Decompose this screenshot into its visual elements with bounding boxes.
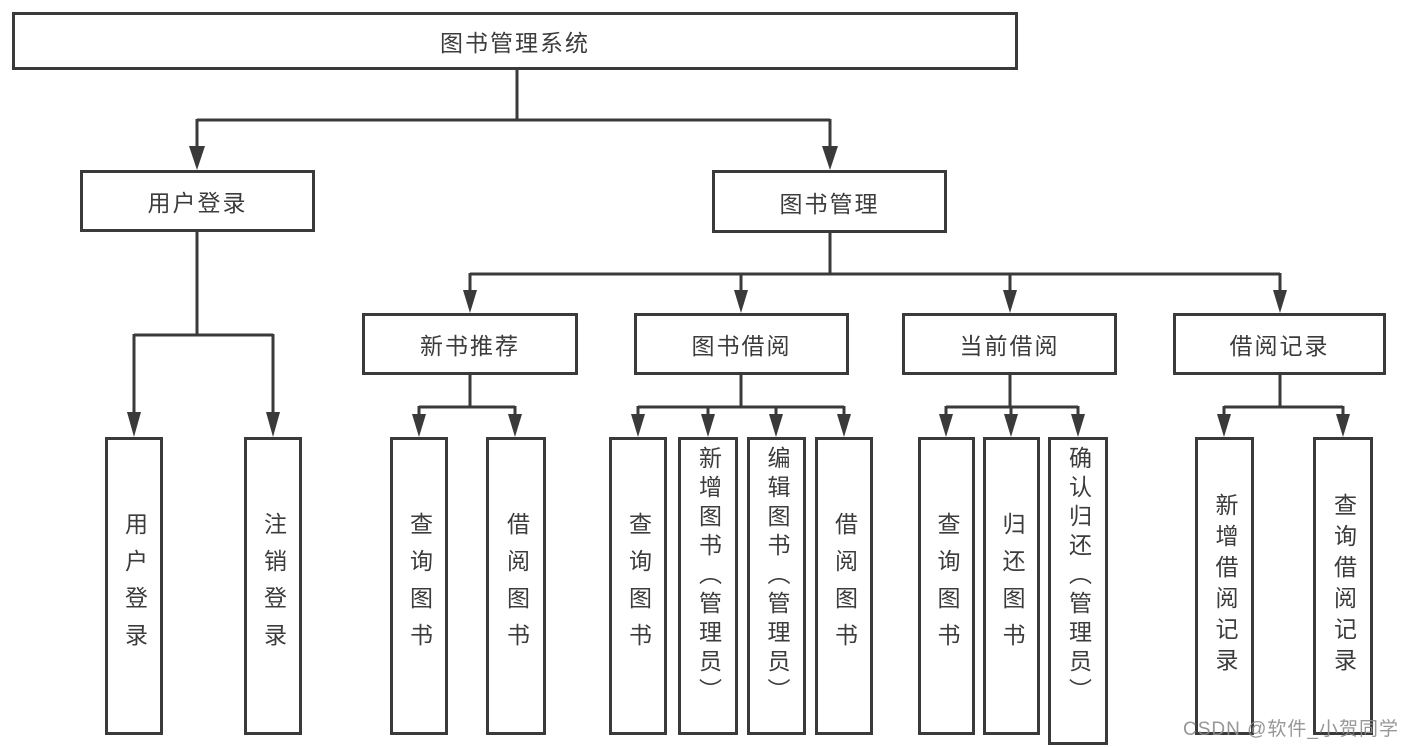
leaf-add-borrow-record: 新增借阅记录 [1195,437,1254,735]
leaf-add-book-admin-label: 新增图书（管理员） [695,446,722,707]
csdn-watermark: CSDN @软件_小贺同学 [1183,719,1399,740]
leaf-borrow-book: 借阅图书 [815,437,873,735]
leaf-confirm-return-admin: 确认归还（管理员） [1048,437,1108,745]
node-book-management: 图书管理 [712,170,947,233]
leaf-newbooks-borrow-book-label: 借阅图书 [503,512,530,660]
leaf-return-book: 归还图书 [983,437,1040,735]
node-new-book-recommend-label: 新书推荐 [420,333,520,359]
leaf-newbooks-query-book: 查询图书 [390,437,448,735]
node-borrow-records: 借阅记录 [1173,313,1386,375]
leaf-logout: 注销登录 [244,437,302,735]
leaf-borrow-query-book: 查询图书 [609,437,667,735]
node-user-login: 用户登录 [80,170,315,232]
node-user-login-label: 用户登录 [147,190,248,216]
leaf-newbooks-query-book-label: 查询图书 [406,512,433,660]
leaf-query-borrow-record: 查询借阅记录 [1313,437,1373,735]
node-root-library-system: 图书管理系统 [12,12,1018,70]
leaf-confirm-return-admin-label: 确认归还（管理员） [1065,446,1092,707]
node-book-borrow: 图书借阅 [634,313,849,375]
node-new-book-recommend: 新书推荐 [362,313,578,375]
leaf-add-book-admin: 新增图书（管理员） [678,437,738,735]
leaf-current-query-book: 查询图书 [918,437,975,735]
leaf-edit-book-admin: 编辑图书（管理员） [747,437,806,735]
leaf-return-book-label: 归还图书 [999,512,1025,660]
leaf-user-login: 用户登录 [105,437,163,735]
leaf-user-login-label: 用户登录 [121,512,148,660]
leaf-add-borrow-record-label: 新增借阅记录 [1212,493,1238,679]
leaf-current-query-book-label: 查询图书 [934,512,960,660]
leaf-query-borrow-record-label: 查询借阅记录 [1330,493,1357,679]
node-book-borrow-label: 图书借阅 [691,333,792,359]
leaf-logout-label: 注销登录 [260,512,287,660]
leaf-borrow-book-label: 借阅图书 [831,512,858,660]
leaf-borrow-query-book-label: 查询图书 [625,512,652,660]
leaf-edit-book-admin-label: 编辑图书（管理员） [764,446,790,707]
node-current-borrow: 当前借阅 [902,313,1117,375]
leaf-newbooks-borrow-book: 借阅图书 [486,437,546,735]
node-root-label: 图书管理系统 [440,30,590,56]
node-book-management-label: 图书管理 [779,190,880,217]
node-borrow-records-label: 借阅记录 [1229,333,1330,359]
node-current-borrow-label: 当前借阅 [959,333,1060,359]
